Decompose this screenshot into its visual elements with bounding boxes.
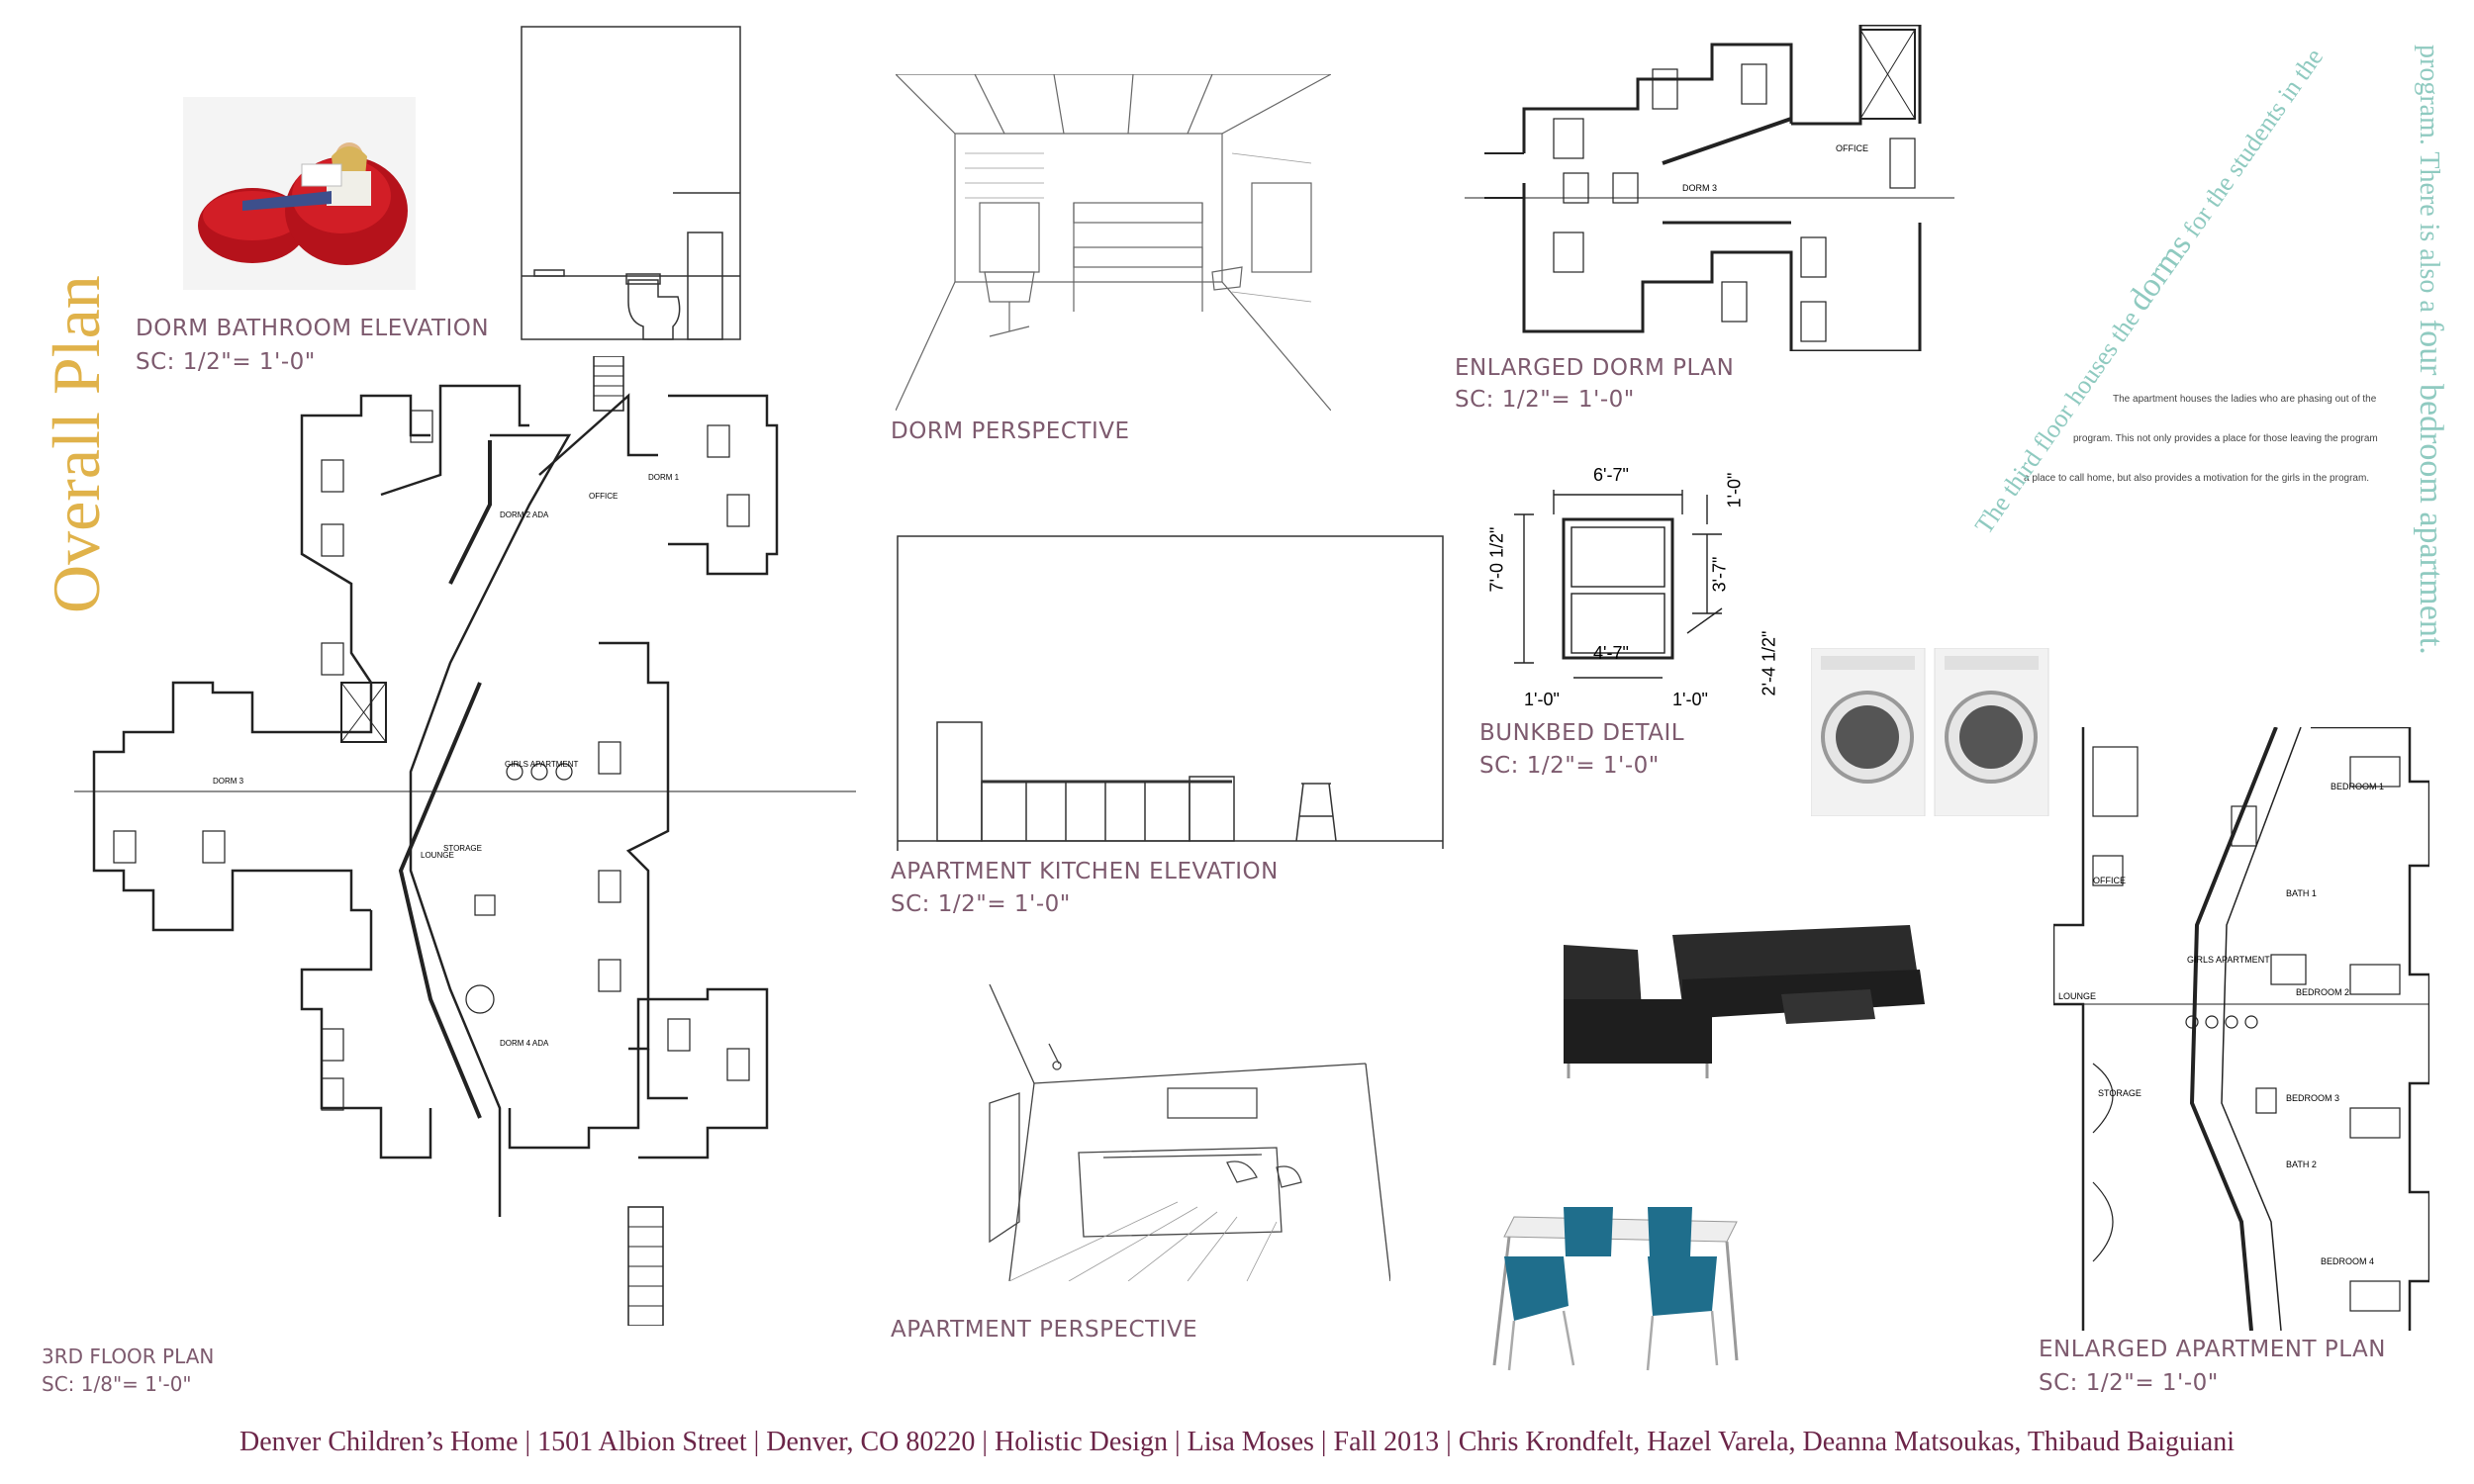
apt-label-bedroom3: BEDROOM 3 [2286,1093,2340,1103]
apt-label-girls-apartment: GIRLS APARTMENT [2187,955,2270,965]
plan-label-dorm4: DORM 4 ADA [500,1039,549,1048]
dorm-bathroom-elevation-drawing [520,25,742,341]
plan-label-lounge: LOUNGE [421,851,454,860]
plan-label-dorm2: DORM 2 ADA [500,510,549,519]
enlarged-apartment-plan [2053,727,2429,1331]
apt-label-bedroom4: BEDROOM 4 [2321,1256,2375,1266]
bunk-dim-bottom-left: 1'-0" [1524,690,1560,709]
sofa-photo [1544,895,1940,1083]
quote-line1-a: The third floor houses the [1968,305,2145,540]
plan-label-storage: STORAGE [443,844,482,853]
apt-label-office: OFFICE [2093,876,2126,885]
bunkbed-detail-drawing [1484,455,1781,712]
footer-credits: Denver Children’s Home | 1501 Albion Str… [238,1427,2236,1457]
description-line-3: a place to call home, but also provides … [2024,473,2370,484]
bunk-dim-bottom-right: 1'-0" [1672,690,1708,709]
description-line-2: program. This not only provides a place … [2073,433,2378,444]
plan-label-dorm1: DORM 1 [648,473,680,482]
bunk-dim-left: 7'-0 1/2" [1486,526,1507,593]
apartment-perspective-sketch [980,984,1390,1281]
apt-label-lounge: LOUNGE [2058,991,2097,1001]
washer-dryer-photo [1811,648,2058,816]
enlarged-apartment-label: ENLARGED APARTMENT PLAN [2039,1337,2386,1362]
third-floor-plan-scale: SC: 1/8"= 1'-0" [42,1372,192,1396]
plan-label-office-small: OFFICE [1836,143,1868,153]
plan-label-dorm3: DORM 3 [213,777,244,786]
bunk-dim-right2: 3'-7" [1709,556,1730,593]
plan-label-office: OFFICE [589,492,618,501]
apt-label-bedroom1: BEDROOM 1 [2331,782,2385,791]
kitchen-elevation-label: APARTMENT KITCHEN ELEVATION [891,859,1279,884]
quote-line-1: The third floor houses the dorms for the… [1964,40,2331,541]
dining-set-photo [1484,1197,1752,1375]
bunkbed-label: BUNKBED DETAIL [1479,720,1685,746]
beanbag-photo [183,97,416,290]
apartment-perspective-label: APARTMENT PERSPECTIVE [891,1317,1198,1343]
quote-line-2: program. There is also a four bedroom ap… [2412,45,2449,655]
dorm-bathroom-scale: SC: 1/2"= 1'-0" [136,349,316,375]
dorm-perspective-label: DORM PERSPECTIVE [891,418,1130,444]
third-floor-plan [74,356,856,1326]
kitchen-elevation-scale: SC: 1/2"= 1'-0" [891,891,1071,917]
enlarged-apartment-scale: SC: 1/2"= 1'-0" [2039,1370,2219,1396]
quote-line1-c: for the students in the [2177,43,2330,242]
quote-line1-b: dorms [2120,228,2199,318]
enlarged-dorm-plan [1465,25,1954,351]
dorm-bathroom-label: DORM BATHROOM ELEVATION [136,316,490,341]
apt-label-bath1: BATH 1 [2286,888,2317,898]
plan-label-girls-apartment: GIRLS APARTMENT [505,760,579,769]
enlarged-dorm-plan-label: ENLARGED DORM PLAN [1455,355,1735,381]
third-floor-plan-label: 3RD FLOOR PLAN [42,1345,215,1368]
apt-label-bath2: BATH 2 [2286,1159,2317,1169]
apt-label-storage: STORAGE [2098,1088,2141,1098]
bunk-dim-right3: 2'-4 1/2" [1759,630,1779,696]
apt-label-bedroom2: BEDROOM 2 [2296,987,2350,997]
enlarged-dorm-plan-scale: SC: 1/2"= 1'-0" [1455,387,1635,413]
plan-label-dorm3-small: DORM 3 [1682,183,1718,193]
bunk-dim-inner: 4'-7" [1593,643,1629,663]
bunkbed-scale: SC: 1/2"= 1'-0" [1479,753,1660,779]
bunk-dim-right1: 1'-0" [1724,472,1745,509]
quote-line2-a: program. There is also a [2414,45,2444,313]
quote-line2-b: four bedroom apartment. [2413,319,2449,655]
description-line-1: The apartment houses the ladies who are … [2113,394,2377,405]
dorm-perspective-sketch [896,74,1331,411]
bunk-dim-top: 6'-7" [1593,465,1629,485]
kitchen-elevation-drawing [896,534,1445,851]
